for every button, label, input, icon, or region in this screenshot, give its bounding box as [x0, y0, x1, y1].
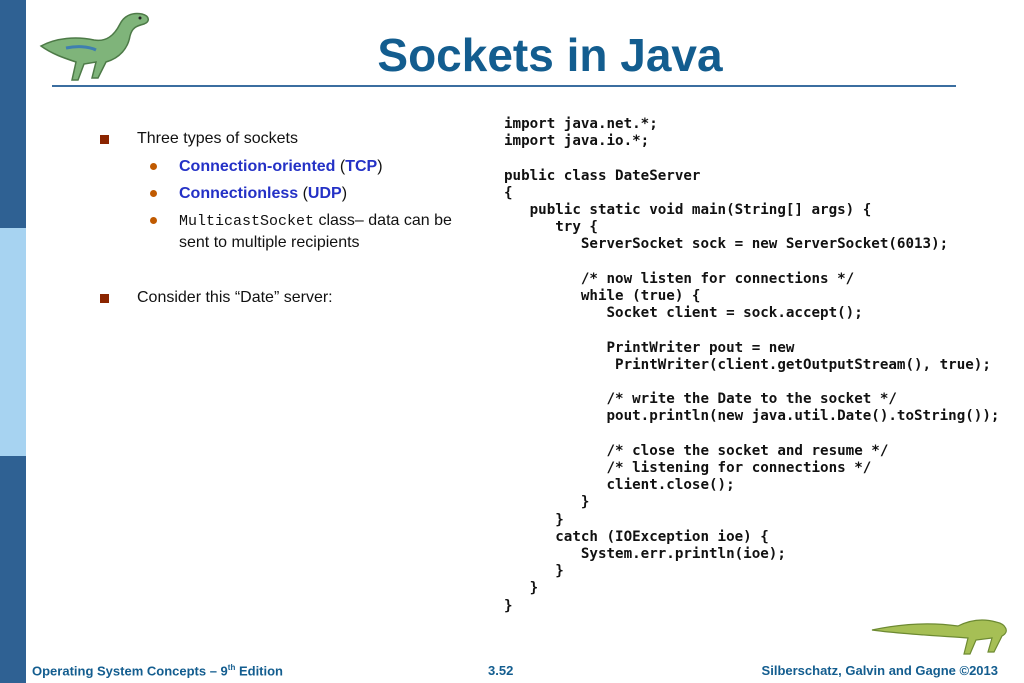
term: Connection-oriented	[179, 158, 336, 175]
class-name: MulticastSocket	[179, 213, 315, 230]
page-number: 3.52	[488, 663, 514, 678]
code-listing: import java.net.*; import java.io.*; pub…	[504, 116, 1000, 614]
sub-bullet-connectionless: Connectionless (UDP)	[100, 183, 480, 204]
sub-bullet-connection-oriented: Connection-oriented (TCP)	[100, 156, 480, 177]
term: Connectionless	[179, 185, 299, 202]
dot-bullet-icon	[150, 217, 157, 224]
bullet-types: Three types of sockets	[100, 128, 480, 150]
bullet-date-server: Consider this “Date” server:	[100, 287, 480, 309]
protocol: UDP	[307, 185, 342, 202]
title-divider	[52, 85, 956, 87]
bullet-text: Three types of sockets	[137, 130, 298, 147]
square-bullet-icon	[100, 294, 109, 303]
footer-book-title: Operating System Concepts – 9th Edition	[32, 663, 283, 678]
protocol: TCP	[345, 158, 378, 175]
sub-bullet-multicast: MulticastSocket class– data can be sent …	[100, 210, 480, 253]
paren: (	[298, 185, 308, 202]
bullet-text: Consider this “Date” server:	[137, 289, 333, 306]
dinosaur-footer-icon	[871, 619, 1007, 655]
bullet-list: Three types of sockets Connection-orient…	[100, 128, 480, 309]
paren: )	[341, 185, 348, 202]
footer-title-part: Operating System Concepts – 9	[32, 663, 228, 679]
paren: )	[377, 158, 383, 175]
dot-bullet-icon	[150, 163, 157, 170]
footer-title-part: Edition	[235, 663, 284, 679]
square-bullet-icon	[100, 135, 109, 144]
sidebar-light-segment	[0, 228, 26, 456]
dinosaur-logo-icon	[39, 12, 149, 81]
left-sidebar-bar	[0, 0, 26, 683]
footer-authors: Silberschatz, Galvin and Gagne ©2013	[761, 663, 998, 678]
paren: (	[335, 158, 346, 175]
footer-superscript: th	[227, 663, 236, 672]
slide-title: Sockets in Java	[377, 29, 723, 81]
dot-bullet-icon	[150, 190, 157, 197]
bullet-text: class– data can be sent to multiple reci…	[179, 212, 452, 251]
